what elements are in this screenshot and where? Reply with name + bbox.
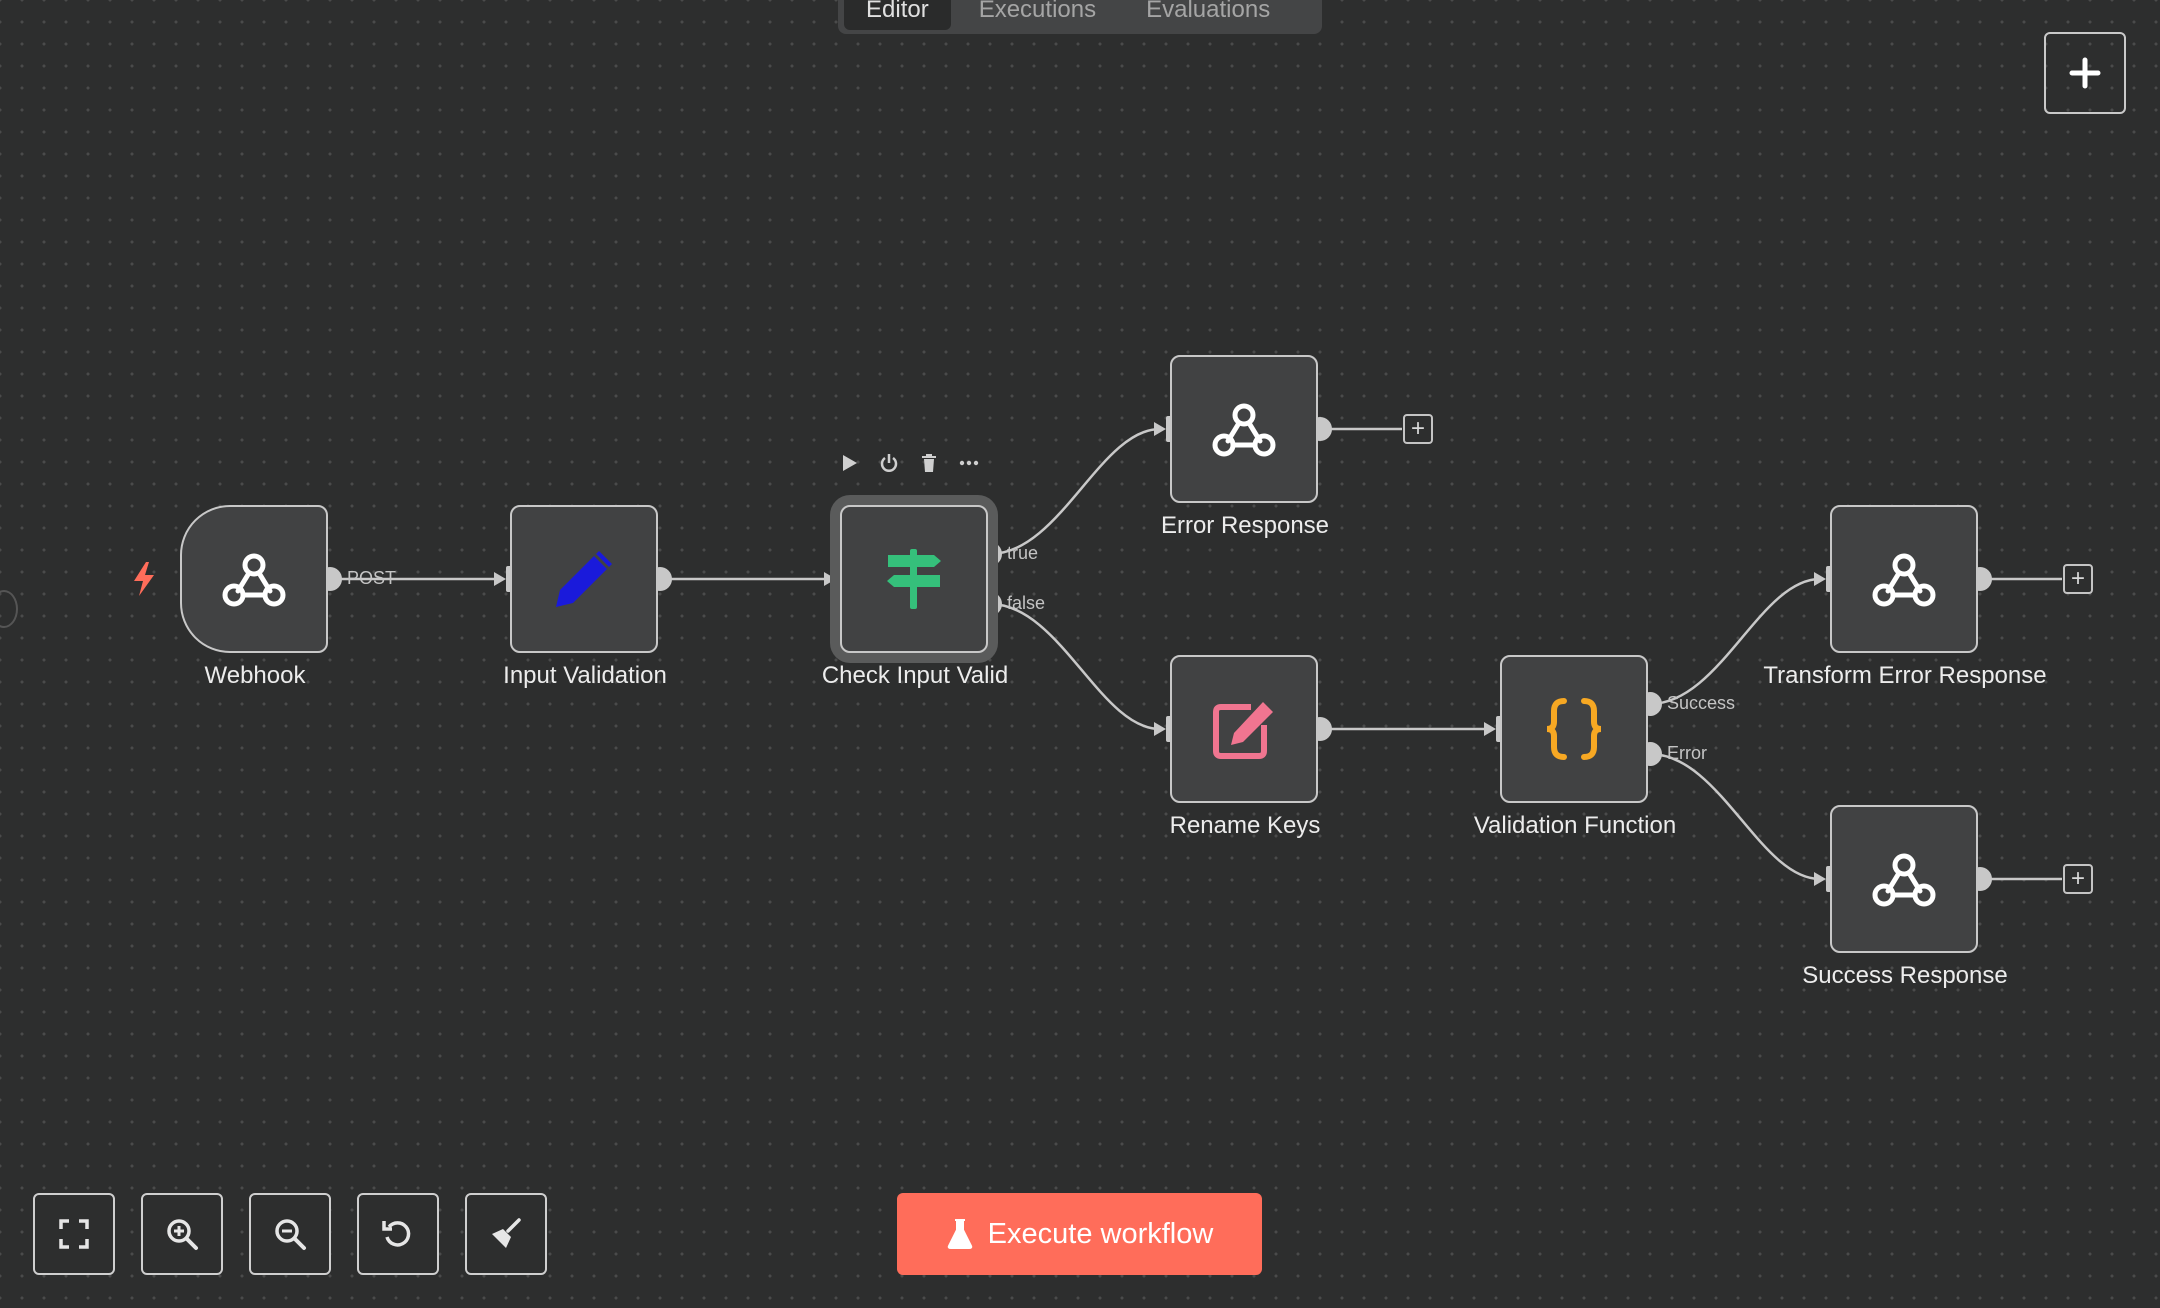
node-rename-keys-label: Rename Keys	[1169, 812, 1321, 839]
add-after-error-response-button[interactable]: +	[1403, 414, 1433, 444]
view-tabs: Editor Executions Evaluations	[838, 0, 1322, 34]
connection-label-error: Error	[1667, 743, 1707, 763]
node-toolbar	[838, 452, 980, 474]
connection-true-error-response	[989, 427, 1161, 556]
add-after-transform-error-button[interactable]: +	[2063, 564, 2093, 594]
tab-evaluations[interactable]: Evaluations	[1146, 0, 1271, 23]
node-transform-error-response-label: Transform Error Response	[1763, 662, 2047, 689]
node-transform-error-response[interactable]	[1830, 505, 1978, 653]
execute-workflow-label: Execute workflow	[987, 1217, 1214, 1250]
zoom-in-icon	[167, 1219, 198, 1250]
connection-label-false: false	[1007, 593, 1046, 613]
broom-icon	[492, 1218, 521, 1248]
add-node-button[interactable]	[2044, 32, 2126, 114]
pencil-icon	[556, 551, 612, 607]
node-check-input-valid-label: Check Input Valid	[821, 662, 1009, 689]
node-error-response-label: Error Response	[1160, 512, 1330, 539]
zoom-in-button[interactable]	[141, 1193, 223, 1275]
tab-executions[interactable]: Executions	[978, 0, 1097, 23]
webhook-icon	[222, 553, 286, 607]
webhook-icon	[1212, 403, 1276, 457]
more-options-icon[interactable]	[958, 452, 980, 474]
undo-icon	[382, 1221, 411, 1247]
signpost-icon	[887, 549, 941, 609]
node-webhook-label: Webhook	[204, 662, 306, 689]
add-after-success-response-button[interactable]: +	[2063, 864, 2093, 894]
node-input-validation[interactable]	[510, 505, 658, 653]
trash-icon[interactable]	[918, 452, 940, 474]
edit-icon	[1213, 702, 1273, 759]
power-icon[interactable]	[878, 452, 900, 474]
code-braces-icon	[1546, 698, 1602, 760]
node-webhook[interactable]	[180, 505, 328, 653]
node-success-response-label: Success Response	[1802, 962, 2008, 989]
webhook-icon	[1872, 553, 1936, 607]
execute-workflow-button[interactable]: Execute workflow	[897, 1193, 1262, 1275]
connection-false-rename-keys	[989, 602, 1161, 731]
tidy-up-button[interactable]	[465, 1193, 547, 1275]
fit-view-button[interactable]	[33, 1193, 115, 1275]
fit-view-icon	[59, 1219, 89, 1249]
zoom-out-icon	[275, 1219, 306, 1250]
execute-node-icon[interactable]	[838, 452, 860, 474]
node-input-validation-label: Input Validation	[503, 662, 667, 689]
reset-zoom-button[interactable]	[357, 1193, 439, 1275]
tab-editor[interactable]: Editor	[844, 0, 951, 30]
connection-label-success: Success	[1667, 693, 1736, 713]
node-success-response[interactable]	[1830, 805, 1978, 953]
node-rename-keys[interactable]	[1170, 655, 1318, 803]
connection-label-post: POST	[347, 568, 397, 588]
flask-icon	[947, 1219, 972, 1249]
node-error-response[interactable]	[1170, 355, 1318, 503]
node-check-input-valid[interactable]	[840, 505, 988, 653]
zoom-out-button[interactable]	[249, 1193, 331, 1275]
plus-icon	[2069, 57, 2101, 89]
node-validation-function-label: Validation Function	[1473, 812, 1677, 839]
trigger-bolt-icon	[134, 562, 154, 596]
node-validation-function[interactable]	[1500, 655, 1648, 803]
connection-error-success-response	[1649, 752, 1821, 881]
connection-label-true: true	[1007, 543, 1039, 563]
webhook-icon	[1872, 853, 1936, 907]
connection-success-transform	[1649, 577, 1821, 706]
